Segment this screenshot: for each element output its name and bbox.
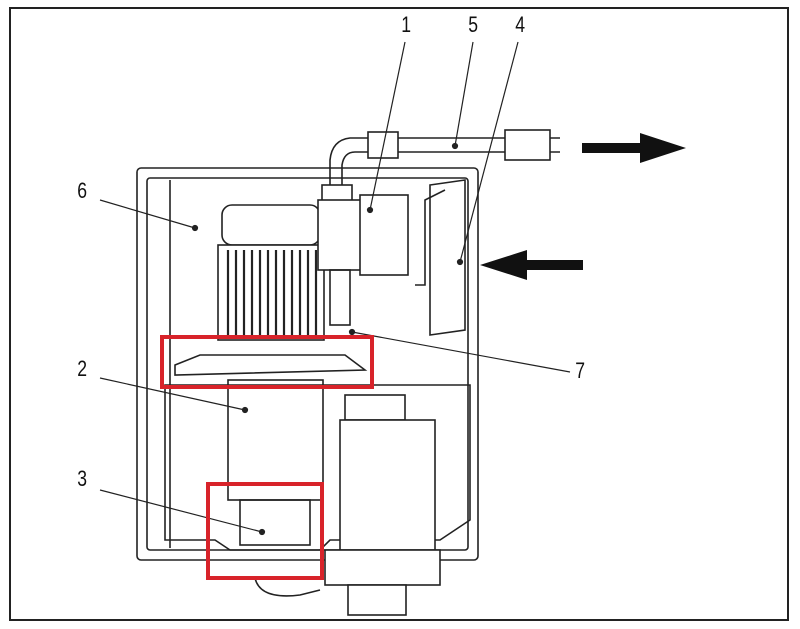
callout-4: 4	[515, 12, 526, 37]
leader-lines	[99, 41, 571, 536]
inflow-arrow-icon	[480, 250, 583, 280]
callout-5: 5	[468, 12, 479, 37]
pump	[324, 394, 441, 616]
callout-7: 7	[575, 358, 586, 383]
callout-2: 2	[77, 356, 88, 381]
callout-1: 1	[401, 12, 412, 37]
callout-6: 6	[77, 178, 88, 203]
diagram-frame	[9, 7, 789, 621]
flange-highlight	[160, 335, 374, 389]
tank-flange	[174, 354, 368, 376]
cabinet-housing	[136, 167, 479, 561]
motor-fins	[226, 250, 318, 335]
outflow-arrow-icon	[582, 133, 686, 163]
callout-3: 3	[77, 466, 88, 491]
inlet-bracket	[429, 179, 466, 336]
drain-highlight	[206, 482, 324, 580]
valve	[317, 184, 409, 326]
motor	[217, 204, 325, 341]
outlet-pipe	[329, 137, 560, 185]
tank	[164, 384, 471, 551]
